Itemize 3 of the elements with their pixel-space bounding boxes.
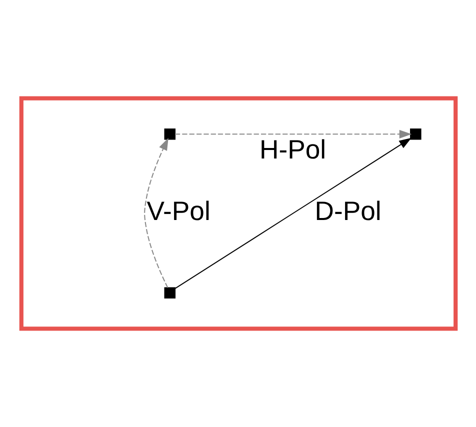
edge-label: D-Pol <box>314 196 381 226</box>
edge-label: H-Pol <box>259 134 326 165</box>
edge-label: V-Pol <box>146 196 210 226</box>
